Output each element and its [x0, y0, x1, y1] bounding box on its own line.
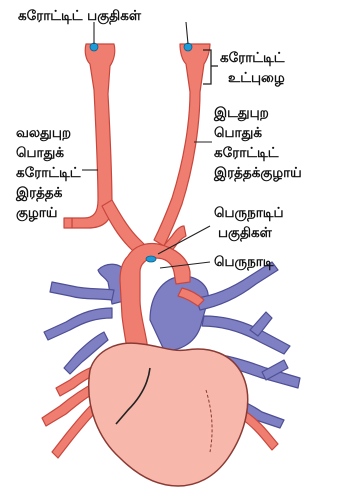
right-common-carotid-artery: [72, 44, 115, 228]
carotid-body-dot-right: [90, 43, 98, 51]
pulmonary-trunk: [150, 276, 208, 350]
label-rcc-line5: குழாய்: [16, 205, 58, 222]
label-aorta: பெருநாடி: [214, 254, 275, 271]
pulmonary-right-branch-2: [202, 316, 290, 354]
label-left-common-carotid: இடதுபுற பொதுக் கரோட்டிட் இரத்தக்குழாய்: [213, 105, 302, 182]
pulmonary-right-branch-5: [250, 312, 272, 336]
heart: [89, 343, 248, 486]
label-aortic-bodies-line1: பெருநாடிப்: [214, 205, 284, 222]
vein-left-upper-branch: [50, 282, 114, 300]
label-lcc-line1: இடதுபுற: [213, 105, 269, 121]
carotid-body-dot-left: [184, 43, 192, 51]
label-rcc-line2: பொதுக்: [16, 145, 64, 161]
leader-carotid-left: [186, 22, 188, 44]
right-subclavian-artery: [64, 218, 72, 228]
label-carotid-sinus: கரோட்டிட் உட்புழை: [220, 50, 289, 87]
label-aortic-bodies-line2: பகுதிகள்: [218, 225, 273, 242]
label-carotid-sinus-line1: கரோட்டிட்: [220, 50, 286, 66]
label-rcc-line1: வலதுபுற: [16, 125, 71, 141]
label-rcc-line4: இரத்தக்: [15, 185, 63, 202]
label-rcc-line3: கரோட்டிட்: [16, 165, 82, 181]
label-lcc-line3: கரோட்டிட்: [214, 145, 280, 161]
label-lcc-line2: பொதுக்: [214, 125, 262, 141]
label-aortic-bodies: பெருநாடிப் பகுதிகள்: [214, 205, 288, 242]
left-common-carotid-artery: [154, 44, 210, 246]
aortic-body-dot: [146, 256, 156, 262]
label-right-common-carotid: வலதுபுற பொதுக் கரோட்டிட் இரத்தக் குழாய்: [15, 125, 85, 222]
label-carotid-sinus-line2: உட்புழை: [228, 70, 285, 87]
label-lcc-line4: இரத்தக்குழாய்: [213, 165, 302, 182]
label-carotid-bodies: கரோட்டிட் பகுதிகள்: [18, 8, 142, 25]
